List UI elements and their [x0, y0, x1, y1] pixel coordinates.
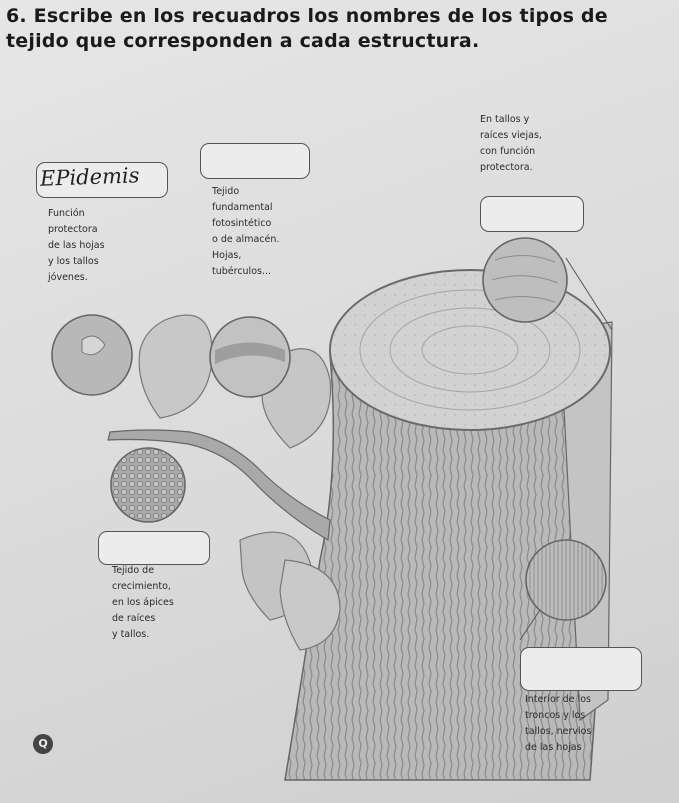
note-top-right: En tallos y raíces viejas, con función p…	[480, 114, 542, 173]
answer-box-fundamental[interactable]	[200, 143, 310, 179]
app-logo-icon: Q	[33, 734, 53, 754]
answer-box-suberous[interactable]	[480, 196, 584, 232]
note-center: Tejido fundamental fotosintético o de al…	[212, 186, 280, 277]
trunk-cut-surface	[329, 269, 611, 431]
suberous-detail-circle	[482, 237, 568, 323]
note-bottom-left: Tejido de crecimiento, en los ápices de …	[112, 565, 174, 640]
vascular-detail-circle	[525, 539, 607, 621]
answer-box-meristem[interactable]	[98, 531, 210, 565]
leaf	[138, 314, 213, 419]
meristem-detail-circle	[110, 447, 186, 523]
branch	[107, 429, 331, 541]
parenchyma-detail-circle	[209, 316, 291, 398]
note-bottom-right: Interior de los troncos y los tallos, ne…	[525, 694, 592, 753]
handwritten-answer: EPidemis	[39, 163, 140, 191]
note-left: Función protectora de las hojas y los ta…	[48, 208, 105, 283]
leaf	[279, 559, 341, 651]
answer-box-epidermis[interactable]	[36, 162, 168, 198]
answer-box-vascular[interactable]	[520, 647, 642, 691]
question-title: 6. Escribe en los recuadros los nombres …	[6, 4, 608, 53]
question-line-2: tejido que corresponden a cada estructur…	[6, 29, 480, 52]
question-line-1: 6. Escribe en los recuadros los nombres …	[6, 5, 608, 27]
